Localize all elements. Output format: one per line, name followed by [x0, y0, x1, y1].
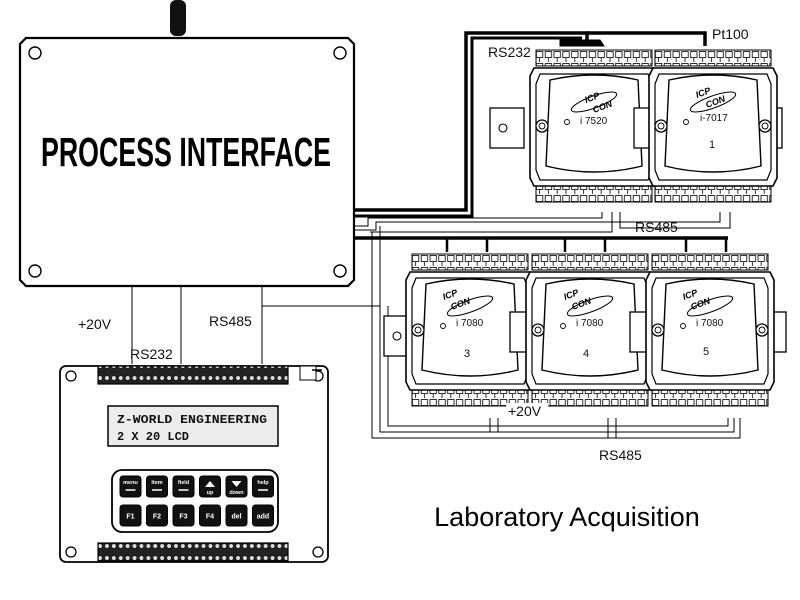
diagram-caption: Laboratory Acquisition	[434, 502, 700, 532]
mount-hole	[28, 264, 42, 278]
key-label: add	[257, 514, 269, 521]
key-field[interactable]: field	[172, 475, 195, 498]
key-label: F1	[126, 514, 134, 521]
key-f3[interactable]: F3	[172, 504, 195, 527]
bottom-terminal-strip	[97, 542, 289, 562]
process-interface-title: PROCESS INTERFACE	[41, 129, 331, 175]
lcd-screen	[107, 405, 279, 447]
label-plus20v-left: +20V	[78, 316, 112, 332]
key-f4[interactable]: F4	[199, 504, 221, 527]
key-del[interactable]: del	[225, 504, 248, 527]
module-number-label: 1	[709, 139, 715, 151]
mount-hole	[333, 264, 347, 278]
triangle-up-icon	[205, 481, 215, 487]
lcd-line-1: Z-WORLD ENGINEERING	[117, 413, 267, 427]
mounting-bracket	[489, 107, 525, 149]
module-model-label: i 7080	[576, 318, 604, 329]
key-label: item	[151, 480, 162, 486]
key-help[interactable]: help	[252, 475, 274, 498]
mount-hole	[28, 46, 42, 60]
key-label: help	[257, 480, 269, 486]
label-rs232-left: RS232	[130, 346, 173, 362]
key-item[interactable]: item	[146, 475, 168, 498]
process-interface-enclosure	[18, 36, 356, 288]
module-i7080-3: ICP CON i 7080 3	[383, 253, 537, 407]
module-model-label: i-7017	[700, 113, 728, 124]
label-rs485-bottom: RS485	[599, 447, 642, 463]
label-rs485-top: RS485	[635, 219, 678, 235]
module-i7017: ICP CON i-7017 1	[648, 49, 783, 203]
keypad-row-2: F1 F2 F3 F4 del add	[119, 504, 274, 527]
module-model-label: i 7080	[456, 318, 484, 329]
wire-labels: RS232 Pt100 RS485 +20V RS232 RS485 +20V …	[78, 26, 749, 463]
module-model-label: i 7080	[696, 318, 724, 329]
side-connector	[299, 365, 317, 381]
key-down[interactable]: down	[225, 475, 248, 498]
module-i7520: ICP CON i 7520	[489, 49, 661, 203]
mount-hole	[312, 546, 324, 558]
key-menu[interactable]: menu	[119, 475, 142, 498]
lcd-line-2: 2 X 20 LCD	[117, 430, 189, 444]
module-number-label: 5	[703, 346, 709, 358]
key-f1[interactable]: F1	[119, 504, 142, 527]
label-pt100: Pt100	[712, 26, 749, 42]
key-label: menu	[123, 480, 138, 486]
module-i7080-4: ICP CON i 7080 4	[525, 253, 661, 407]
key-label: down	[229, 490, 244, 496]
key-label: F4	[206, 514, 214, 521]
top-terminal-strip	[97, 365, 289, 385]
key-add[interactable]: add	[252, 504, 274, 527]
key-label: F2	[153, 514, 161, 521]
label-bg	[506, 403, 548, 419]
module-number-label: 4	[583, 348, 589, 360]
keypad-row-1: menu item field up down help	[119, 475, 274, 498]
module-model-label: i 7520	[580, 116, 608, 127]
wiring	[131, 31, 741, 439]
mount-hole	[65, 546, 77, 558]
mount-hole	[333, 46, 347, 60]
key-label: F3	[179, 514, 187, 521]
key-label: field	[178, 480, 189, 486]
process-interface-box: PROCESS INTERFACE	[18, 0, 356, 288]
key-label: del	[231, 514, 241, 521]
antenna-connector	[170, 0, 186, 36]
label-rs232-top: RS232	[488, 44, 531, 60]
mount-hole	[65, 370, 77, 382]
triangle-down-icon	[231, 481, 242, 487]
key-label: up	[207, 490, 214, 496]
module-number-label: 3	[464, 348, 470, 360]
key-up[interactable]: up	[199, 475, 221, 498]
label-plus20v-bottom: +20V	[508, 403, 542, 419]
key-f2[interactable]: F2	[146, 504, 168, 527]
lcd-controller-unit: Z-WORLD ENGINEERING 2 X 20 LCD menu item f…	[59, 365, 329, 563]
module-i7080-5: ICP CON i 7080 5	[645, 253, 787, 407]
label-rs485-left: RS485	[209, 313, 252, 329]
